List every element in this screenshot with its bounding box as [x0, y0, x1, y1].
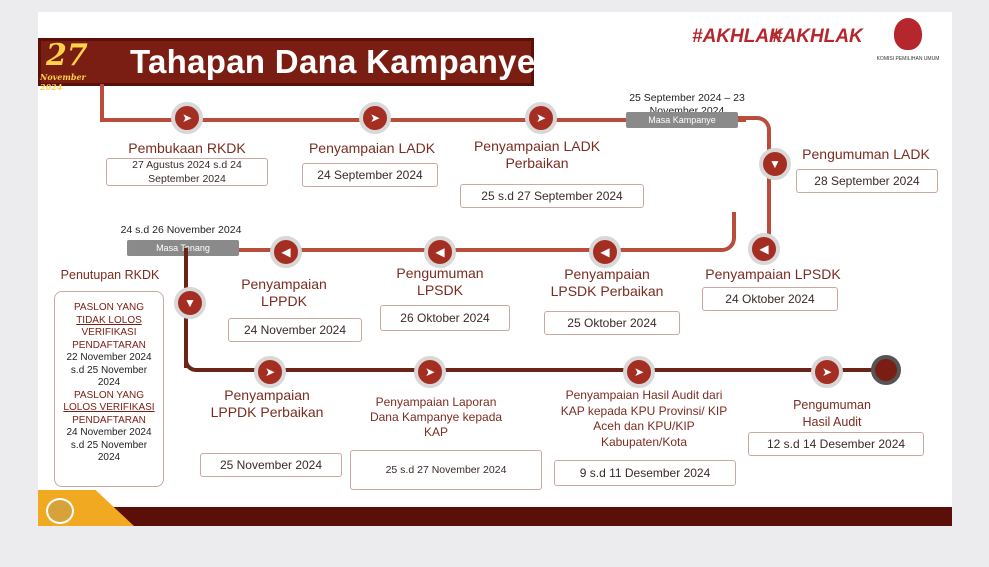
- penutupan-line: 22 November 2024: [66, 352, 152, 363]
- penutupan-line: 2024: [97, 452, 121, 463]
- penutupan-line: PASLON YANG: [73, 389, 145, 401]
- arrow-right-icon: ➤: [623, 356, 655, 388]
- kpu-logo-icon: [894, 18, 922, 50]
- arrow-right-icon: ➤: [811, 356, 843, 388]
- arrow-right-icon: ➤: [525, 102, 557, 134]
- page-title: Tahapan Dana Kampanye: [130, 43, 536, 80]
- penutupan-line: 2024: [97, 377, 121, 388]
- masa-kampanye-pill: Masa Kampanye: [626, 112, 738, 128]
- lpsdk-perbaikan-label: Penyampaian LPSDK Perbaikan: [550, 266, 664, 299]
- path-line: [238, 248, 702, 252]
- kpu-name: KOMISI PEMILIHAN UMUM: [876, 56, 940, 62]
- pengumuman-audit-label: Pengumuman Hasil Audit: [793, 398, 871, 429]
- arrow-left-icon: ◀: [270, 236, 302, 268]
- arrow-down-icon: ▼: [174, 287, 206, 319]
- penutupan-line: PASLON YANG: [73, 302, 145, 313]
- path-line: [732, 212, 736, 216]
- path-line: [100, 84, 104, 122]
- arrow-down-icon: ▼: [759, 148, 791, 180]
- footer-logo-icon: [46, 498, 74, 524]
- pembukaan-rkdk-date: 27 Agustus 2024 s.d 24 September 2024: [106, 158, 268, 186]
- footer-bar: [38, 507, 952, 526]
- penutupan-line: PENDAFTARAN: [72, 339, 146, 351]
- pengumuman-ladk-label: Pengumuman LADK: [802, 146, 930, 162]
- ladk-perbaikan-date: 25 s.d 27 September 2024: [460, 184, 644, 208]
- arrow-right-icon: ➤: [254, 356, 286, 388]
- penutupan-line: s.d 25 November: [70, 364, 148, 376]
- lppdk-perbaikan-date: 25 November 2024: [200, 453, 342, 477]
- lpsdk-label: Penyampaian LPSDK: [705, 266, 841, 282]
- slide: 27 November 2024 Tahapan Dana Kampanye #…: [38, 12, 952, 526]
- penutupan-line: PENDAFTARAN: [72, 414, 146, 426]
- laporan-kap-date: 25 s.d 27 November 2024: [350, 450, 542, 490]
- arrow-left-icon: ◀: [589, 236, 621, 268]
- pengumuman-ladk-date: 28 September 2024: [796, 169, 938, 193]
- akhlak-logo-1: #AKHLAK: [692, 26, 783, 47]
- arrow-right-icon: ➤: [414, 356, 446, 388]
- path-curve: [184, 342, 214, 372]
- penutupan-line: LOLOS VERIFIKASI: [63, 402, 155, 413]
- arrow-right-icon: ➤: [359, 102, 391, 134]
- pengumuman-audit-date: 12 s.d 14 Desember 2024: [748, 432, 924, 456]
- lpsdk-date: 24 Oktober 2024: [702, 287, 838, 311]
- ladk-label: Penyampaian LADK: [308, 140, 436, 156]
- anniversary-logo: 27 November 2024: [40, 36, 90, 92]
- penutupan-line: 24 November 2024: [66, 427, 152, 438]
- path-line: [100, 118, 744, 122]
- logo-number: 27: [46, 38, 88, 73]
- path-curve: [698, 212, 736, 252]
- path-line: [767, 152, 771, 248]
- path-curve: [735, 116, 771, 156]
- penutupan-line: VERIFIKASI: [81, 327, 137, 338]
- penutupan-line: s.d 25 November: [70, 439, 148, 451]
- laporan-kap-label: Penyampaian Laporan Dana Kampanye kepada…: [369, 395, 503, 439]
- arrow-right-icon: ➤: [171, 102, 203, 134]
- arrow-left-icon: ◀: [424, 236, 456, 268]
- penutupan-rkdk-label: Penutupan RKDK: [60, 268, 160, 282]
- lppdk-perbaikan-label: Penyampaian LPPDK Perbaikan: [210, 387, 324, 420]
- penutupan-detail-box: PASLON YANG TIDAK LOLOS VERIFIKASI PENDA…: [54, 291, 164, 487]
- masa-tenang-range: 24 s.d 26 November 2024: [120, 224, 242, 236]
- hasil-audit-date: 9 s.d 11 Desember 2024: [554, 460, 736, 486]
- masa-tenang-pill: Masa Tenang: [127, 240, 239, 256]
- pembukaan-rkdk-label: Pembukaan RKDK: [128, 140, 246, 156]
- lppdk-date: 24 November 2024: [228, 318, 362, 342]
- akhlak-logo-2: #AKHLAK: [772, 26, 863, 47]
- end-point-icon: [871, 355, 901, 385]
- logo-subtext: November 2024: [40, 72, 86, 92]
- lppdk-label: Penyampaian LPPDK: [241, 276, 327, 309]
- ladk-date: 24 September 2024: [302, 163, 438, 187]
- pengumuman-lpsdk-label: Pengumuman LPSDK: [396, 265, 484, 298]
- title-banner: [38, 38, 534, 86]
- pengumuman-lpsdk-date: 26 Oktober 2024: [380, 305, 510, 331]
- ladk-perbaikan-label: Penyampaian LADK Perbaikan: [473, 138, 601, 171]
- hasil-audit-label: Penyampaian Hasil Audit dari KAP kepada …: [560, 388, 728, 449]
- path-line: [212, 368, 882, 372]
- arrow-left-icon: ◀: [748, 233, 780, 265]
- penutupan-line: TIDAK LOLOS: [76, 314, 142, 326]
- lpsdk-perbaikan-date: 25 Oktober 2024: [544, 311, 680, 335]
